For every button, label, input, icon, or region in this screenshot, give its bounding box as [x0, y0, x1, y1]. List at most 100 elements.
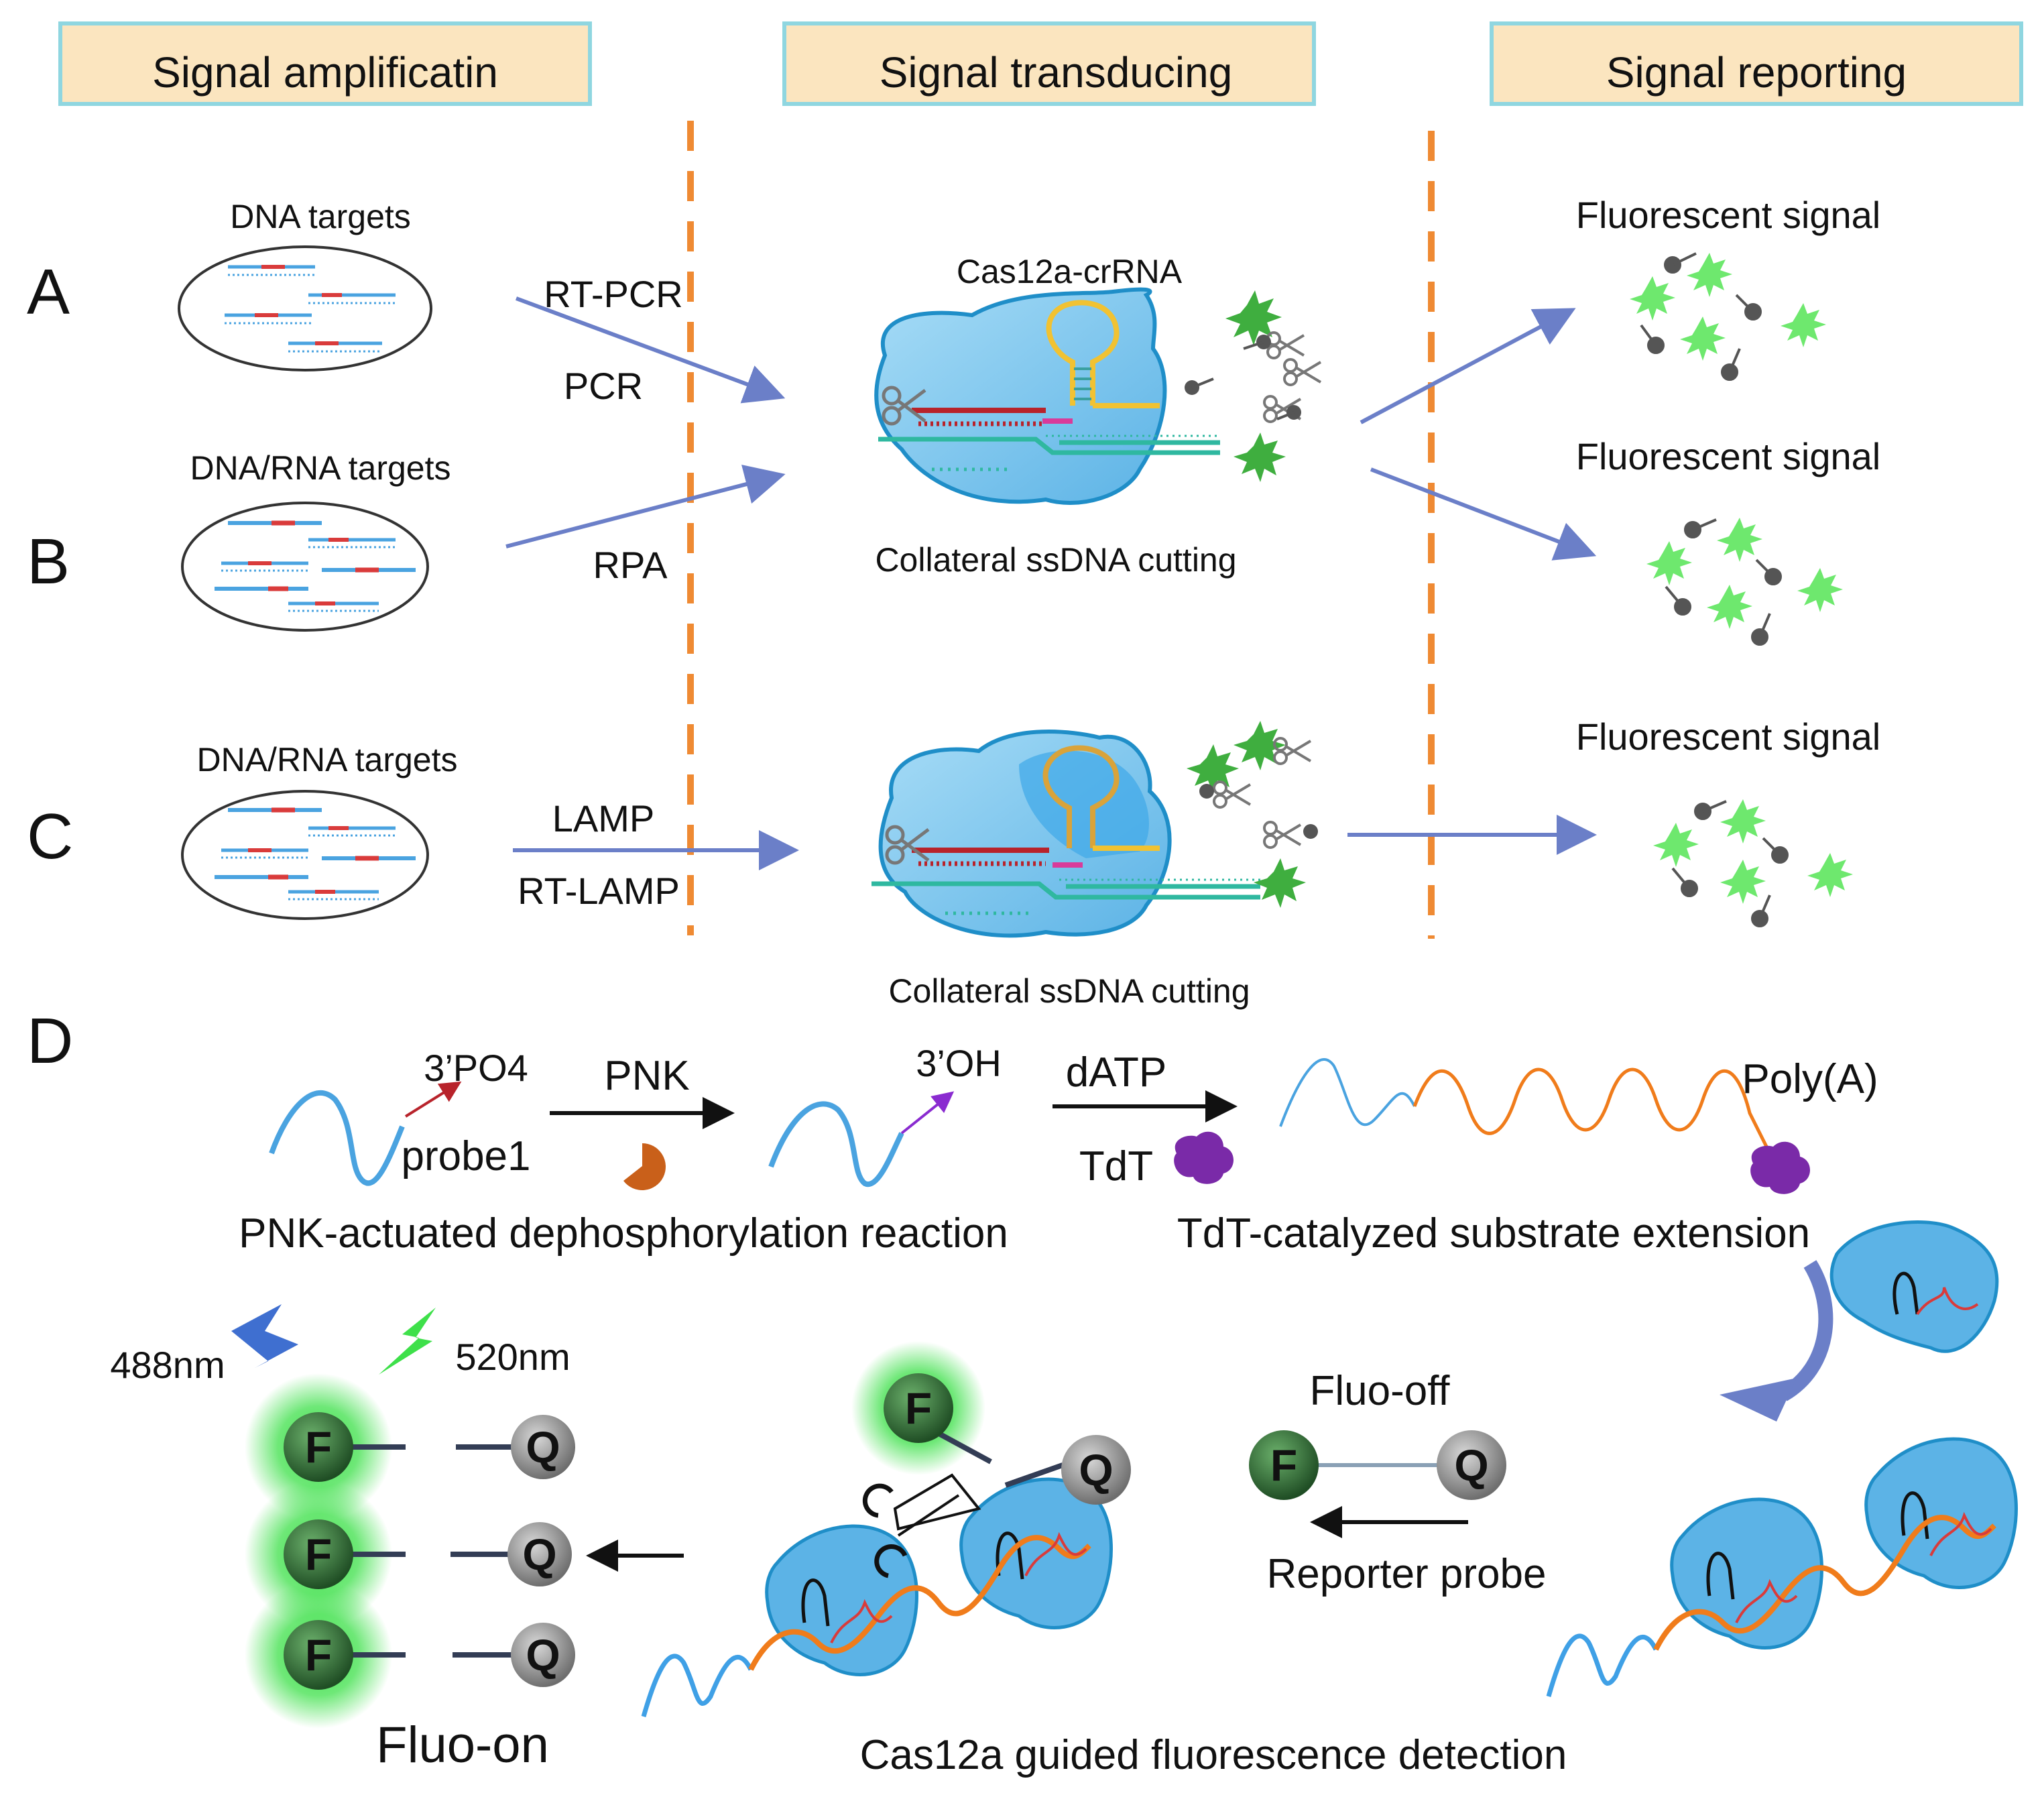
label-f: F — [1270, 1440, 1297, 1490]
label-q: Q — [526, 1630, 560, 1680]
signal-b: Fluorescent signal — [1576, 435, 1880, 646]
fluorophore-star — [1717, 518, 1762, 562]
label-pnk: PNK — [604, 1053, 689, 1099]
fluorophore-star — [1187, 744, 1239, 794]
target-c: DNA/RNA targets — [181, 741, 458, 920]
fluorophore-star — [1797, 568, 1843, 612]
fluorophore-star — [1781, 303, 1826, 347]
fluorophore-star — [1630, 276, 1675, 321]
emission-bolt-icon — [379, 1308, 436, 1375]
header-amplification: Signal amplificatin — [58, 21, 592, 106]
label-tdt: TdT — [1079, 1143, 1153, 1190]
cleaved-reporters-top — [1185, 290, 1322, 482]
label-reporter-probe: Reporter probe — [1266, 1551, 1546, 1597]
cas12a-protein — [1864, 1437, 2018, 1589]
quencher-dot — [1199, 784, 1214, 799]
row-letter-a: A — [27, 256, 70, 328]
header-transducing: Signal transducing — [782, 21, 1316, 106]
fluorophore-star — [1707, 585, 1752, 629]
cas12a-protein — [765, 1524, 918, 1676]
cas12a-bound-center: F Q — [641, 1341, 1131, 1717]
fq-pair: F Q — [284, 1620, 575, 1690]
arrow-to-signal-b — [1370, 467, 1597, 561]
hydroxyl-group — [900, 1091, 955, 1135]
polya-tail — [1412, 1067, 1775, 1161]
tdt-enzyme-icon — [1174, 1131, 1234, 1184]
fluorophore-ball — [284, 1519, 353, 1589]
arrow-a-to-complex — [515, 296, 786, 404]
complex-name: Cas12a-crRNA — [957, 253, 1183, 290]
fluorophore-ball — [284, 1412, 353, 1482]
sample-ellipse — [181, 790, 429, 920]
cleaved-link — [934, 1429, 992, 1464]
pnk-enzyme-icon — [623, 1143, 666, 1191]
polya-tail — [748, 1535, 1091, 1671]
crrna-hairpin — [1046, 300, 1120, 406]
step1-caption: PNK-actuated dephosphorylation reaction — [239, 1210, 1008, 1257]
panel-letter-d: D — [27, 1005, 73, 1077]
tdt-enzyme-icon — [1750, 1141, 1810, 1194]
label-q: Q — [1079, 1445, 1113, 1495]
label-fluo-on: Fluo-on — [376, 1717, 549, 1774]
probe1-step: 3’PO4 probe1 — [269, 1047, 531, 1186]
fluorophore-star — [1653, 823, 1699, 867]
mixed-fragments — [215, 807, 416, 901]
cas12a-free — [1829, 1220, 1999, 1353]
fluorophore-star — [1225, 290, 1282, 345]
fluorophore-star — [1646, 541, 1692, 585]
fluo-on-cluster: 488nm 520nm F Q F Q F Q — [110, 1304, 575, 1774]
fluorophore-star — [1807, 853, 1853, 897]
label-3po4: 3’PO4 — [424, 1047, 528, 1089]
fq-pair: F Q — [284, 1519, 572, 1589]
dsdna-fragments — [225, 265, 396, 353]
step2-caption: TdT-catalyzed substrate extension — [1177, 1210, 1810, 1257]
label-q: Q — [522, 1529, 556, 1579]
signal-c: Fluorescent signal — [1576, 715, 1880, 927]
label-polya: Poly(A) — [1742, 1056, 1878, 1102]
probe-segment — [641, 1654, 754, 1717]
label-3oh: 3’OH — [916, 1042, 1002, 1084]
label-f: F — [305, 1630, 332, 1680]
fluorophore-ball — [884, 1373, 953, 1443]
target-a: DNA targets — [178, 198, 432, 371]
label-f: F — [305, 1529, 332, 1579]
header-reporting: Signal reporting — [1490, 21, 2023, 106]
fluorophore-star — [1687, 253, 1732, 297]
probe1-dephosphorylated: 3’OH — [768, 1042, 1002, 1188]
probe1-strand — [269, 1090, 405, 1186]
label-f: F — [305, 1422, 332, 1472]
sample-ellipse — [181, 502, 429, 632]
label-q: Q — [526, 1422, 560, 1472]
caption-collateral-top: Collateral ssDNA cutting — [875, 541, 1236, 579]
non-target-strand — [871, 881, 1260, 900]
method-lamp: LAMP — [552, 797, 655, 840]
signal-label: Fluorescent signal — [1576, 715, 1880, 758]
hairpin-bonds — [1074, 367, 1091, 400]
label-datp: dATP — [1066, 1049, 1166, 1096]
target-label: DNA/RNA targets — [190, 449, 450, 487]
label-520nm: 520nm — [455, 1336, 570, 1378]
target-label: DNA targets — [230, 198, 411, 235]
scissors-icon — [862, 1473, 981, 1578]
crrna-spacer — [1916, 1287, 1979, 1316]
fq-pair: F Q — [284, 1412, 575, 1482]
method-rt-pcr: RT-PCR — [544, 273, 682, 315]
header-label: Signal reporting — [1606, 48, 1907, 97]
header-box — [782, 21, 1316, 106]
crrna-loop — [1892, 1271, 1919, 1315]
fluorophore-ball — [284, 1620, 353, 1690]
quencher-ball — [507, 1522, 572, 1586]
method-pcr: PCR — [564, 365, 643, 407]
cas12a-bound-right — [1546, 1437, 2018, 1697]
row-letter-c: C — [27, 801, 73, 872]
target-b: DNA/RNA targets — [181, 449, 451, 632]
fluorophore-star — [1720, 860, 1766, 904]
polya-product: Poly(A) — [1279, 1056, 1878, 1194]
header-label: Signal amplificatin — [152, 48, 498, 97]
label-fluo-off: Fluo-off — [1309, 1368, 1450, 1414]
caption-collateral-bottom: Collateral ssDNA cutting — [888, 972, 1250, 1010]
quencher-ball — [1061, 1435, 1131, 1505]
sample-ellipse — [178, 245, 432, 371]
fluorophore-star — [1234, 432, 1286, 482]
